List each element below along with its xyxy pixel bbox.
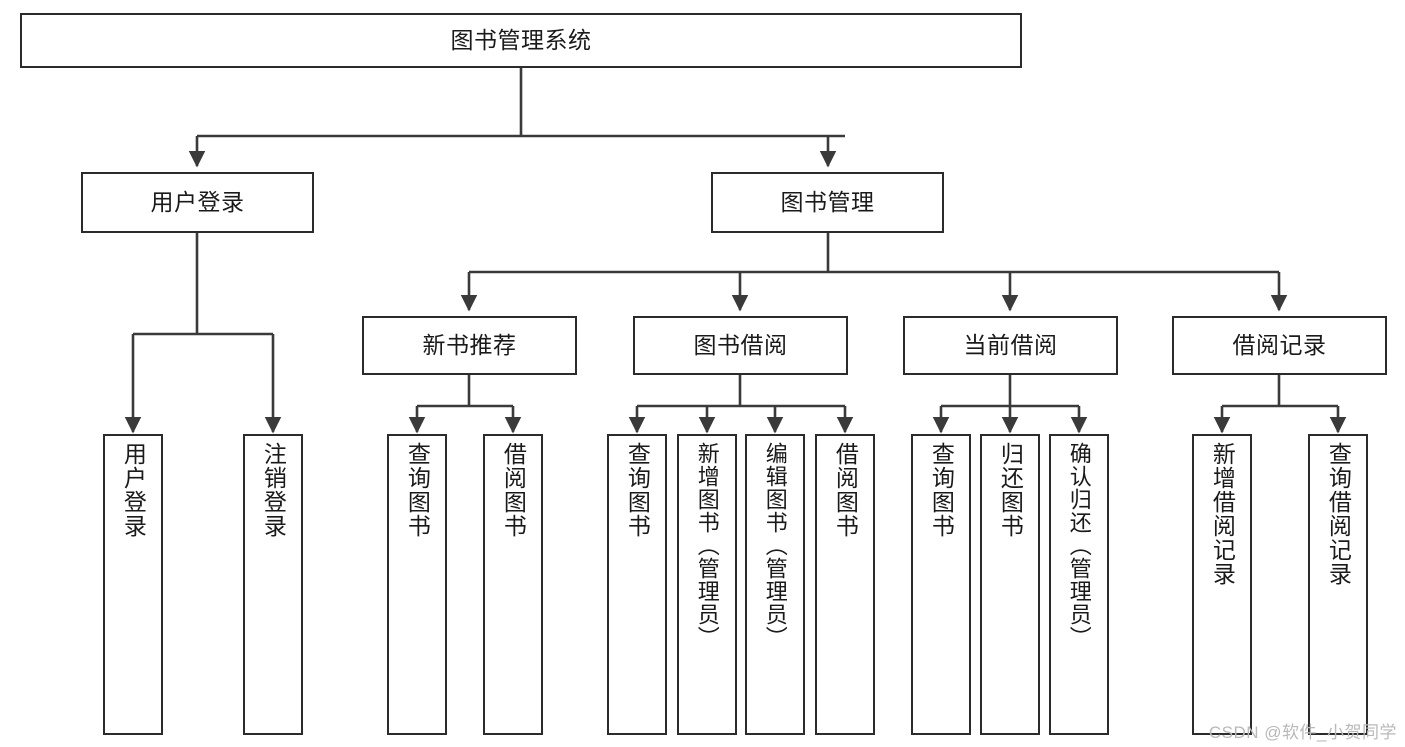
node-leaf-user-login[interactable]: 用户登录 — [103, 434, 163, 735]
node-new-book-recommend[interactable]: 新书推荐 — [362, 316, 577, 375]
node-leaf-add-book-label: 新增图书（管理员） — [694, 442, 720, 649]
node-leaf-logout-login[interactable]: 注销登录 — [243, 434, 303, 735]
node-borrow-record-label: 借阅记录 — [1232, 331, 1327, 358]
node-leaf-add-record-label: 新增借阅记录 — [1209, 442, 1236, 586]
node-leaf-borrow-book-2[interactable]: 借阅图书 — [815, 434, 875, 735]
node-leaf-query-book-2[interactable]: 查询图书 — [607, 434, 667, 735]
node-leaf-query-record[interactable]: 查询借阅记录 — [1308, 434, 1368, 735]
node-root-label: 图书管理系统 — [450, 26, 592, 53]
node-leaf-user-login-label: 用户登录 — [120, 442, 147, 538]
node-leaf-query-record-label: 查询借阅记录 — [1325, 442, 1352, 586]
node-user-login[interactable]: 用户登录 — [81, 172, 314, 233]
node-leaf-return-book-label: 归还图书 — [997, 442, 1024, 538]
node-leaf-query-book-2-label: 查询图书 — [624, 442, 651, 538]
node-user-login-label: 用户登录 — [150, 188, 245, 215]
node-book-management-label: 图书管理 — [780, 188, 875, 215]
node-book-borrow-label: 图书借阅 — [693, 331, 788, 358]
node-leaf-edit-book-label: 编辑图书（管理员） — [762, 442, 788, 649]
node-root[interactable]: 图书管理系统 — [20, 13, 1022, 68]
node-leaf-confirm-return-label: 确认归还（管理员） — [1066, 442, 1092, 649]
node-leaf-borrow-book-1-label: 借阅图书 — [500, 442, 527, 538]
node-leaf-add-record[interactable]: 新增借阅记录 — [1192, 434, 1252, 735]
node-leaf-borrow-book-2-label: 借阅图书 — [832, 442, 859, 538]
node-leaf-confirm-return[interactable]: 确认归还（管理员） — [1049, 434, 1109, 735]
node-current-borrow[interactable]: 当前借阅 — [903, 316, 1118, 375]
node-borrow-record[interactable]: 借阅记录 — [1172, 316, 1387, 375]
node-leaf-edit-book[interactable]: 编辑图书（管理员） — [745, 434, 805, 735]
node-leaf-return-book[interactable]: 归还图书 — [980, 434, 1040, 735]
node-leaf-query-book-3-label: 查询图书 — [928, 442, 955, 538]
node-leaf-query-book-3[interactable]: 查询图书 — [911, 434, 971, 735]
node-book-borrow[interactable]: 图书借阅 — [633, 316, 848, 375]
node-leaf-query-book-1[interactable]: 查询图书 — [387, 434, 447, 735]
node-leaf-query-book-1-label: 查询图书 — [404, 442, 431, 538]
node-new-book-recommend-label: 新书推荐 — [422, 331, 517, 358]
node-current-borrow-label: 当前借阅 — [963, 331, 1058, 358]
node-leaf-add-book[interactable]: 新增图书（管理员） — [677, 434, 737, 735]
node-leaf-borrow-book-1[interactable]: 借阅图书 — [483, 434, 543, 735]
node-book-management[interactable]: 图书管理 — [711, 172, 944, 233]
node-leaf-logout-login-label: 注销登录 — [260, 442, 287, 538]
